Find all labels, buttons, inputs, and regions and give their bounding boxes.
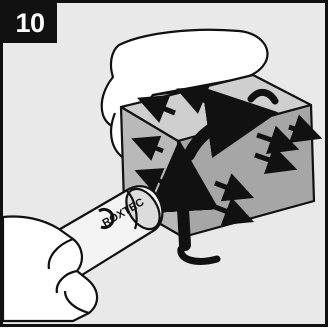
lower-hand-with-tool bbox=[3, 183, 167, 321]
step-number-badge: 10 bbox=[3, 3, 57, 43]
illustration-canvas bbox=[3, 3, 325, 324]
